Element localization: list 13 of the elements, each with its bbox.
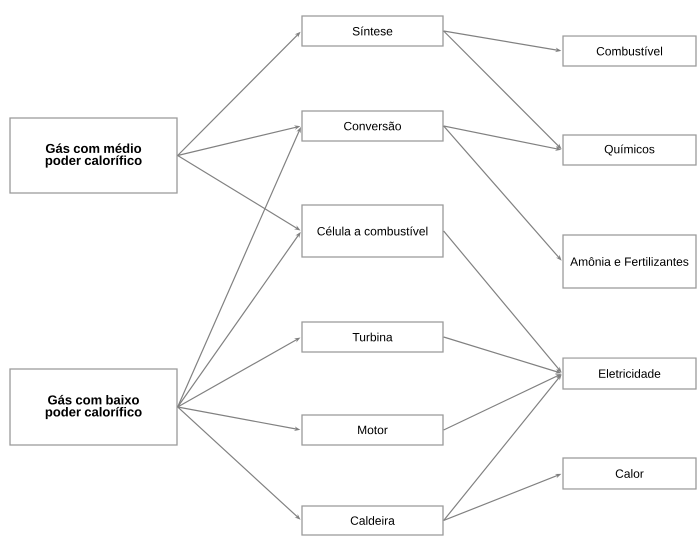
- process-box: Amônia e Fertilizantes: [562, 234, 697, 289]
- process-box: Célula a combustível: [301, 204, 444, 258]
- process-box: Motor: [301, 414, 444, 446]
- process-box: Caldeira: [301, 505, 444, 536]
- process-box: Conversão: [301, 110, 444, 142]
- process-box: Eletricidade: [562, 357, 697, 390]
- process-box: Calor: [562, 457, 697, 490]
- process-box: Combustível: [562, 35, 697, 67]
- process-box: Químicos: [562, 134, 697, 166]
- process-box: Turbina: [301, 321, 444, 353]
- source-box: Gás com médio poder calorífico: [9, 117, 178, 194]
- source-box: Gás com baixo poder calorífico: [9, 368, 178, 446]
- process-box: Síntese: [301, 15, 444, 47]
